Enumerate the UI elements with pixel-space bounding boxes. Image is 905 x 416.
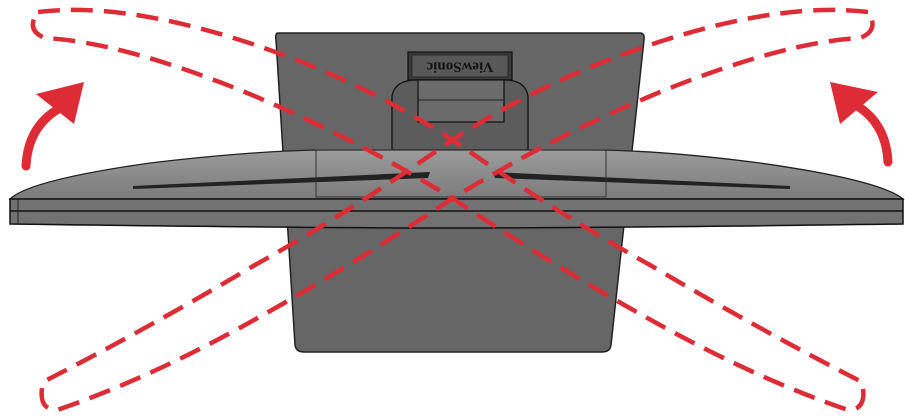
brand-logo-text: ViewSonic <box>426 59 493 75</box>
curved-arrow-right-icon <box>830 82 893 167</box>
swivel-outline-right <box>39 7 875 413</box>
curved-arrow-left-icon <box>21 82 84 171</box>
swivel-range-outlines <box>30 7 875 413</box>
swivel-outline-left <box>30 7 866 413</box>
monitor-top <box>8 149 905 200</box>
monitor-front <box>9 198 904 229</box>
mount-plate <box>315 149 607 198</box>
stand-hinge: ViewSonic <box>391 51 529 151</box>
vent-slot-left <box>133 172 430 189</box>
vent-slot-right <box>493 172 790 189</box>
